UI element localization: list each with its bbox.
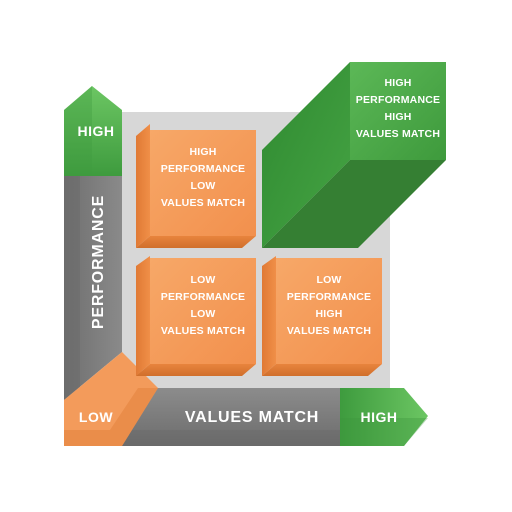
quadrant-bottom-right: LOW PERFORMANCE HIGH VALUES MATCH: [262, 256, 382, 376]
y-axis-high-label: HIGH: [78, 123, 115, 139]
y-axis-arrowhead: [64, 86, 122, 176]
box-text-line: PERFORMANCE: [161, 163, 245, 175]
box-text-line: HIGH: [189, 146, 216, 158]
quadrant-top-left: HIGH PERFORMANCE LOW VALUES MATCH: [136, 124, 256, 248]
origin-low-label: LOW: [79, 409, 113, 425]
x-axis-high-label: HIGH: [361, 409, 398, 425]
box-text-line: PERFORMANCE: [287, 291, 371, 303]
x-axis-arrowhead: [340, 388, 428, 446]
box-text-line: PERFORMANCE: [356, 94, 440, 106]
origin-band: LOW: [64, 352, 158, 446]
x-axis-title: VALUES MATCH: [185, 409, 319, 426]
y-axis: HIGH PERFORMANCE: [64, 86, 122, 400]
box-text-line: VALUES MATCH: [161, 197, 245, 209]
box-text-line: VALUES MATCH: [356, 128, 440, 140]
box-text-line: HIGH: [315, 308, 342, 320]
x-axis: VALUES MATCH HIGH: [92, 388, 428, 446]
quadrant-bottom-left: LOW PERFORMANCE LOW VALUES MATCH: [136, 256, 256, 376]
x-axis-shaft: [92, 388, 340, 446]
box-text-line: LOW: [190, 274, 215, 286]
box-text-line: VALUES MATCH: [161, 325, 245, 337]
box-text-line: VALUES MATCH: [287, 325, 371, 337]
box-text-line: PERFORMANCE: [161, 291, 245, 303]
box-text-line: LOW: [190, 308, 215, 320]
quadrant-top-right: HIGH PERFORMANCE HIGH VALUES MATCH: [262, 62, 446, 248]
y-axis-title: PERFORMANCE: [90, 195, 107, 329]
box-text-line: HIGH: [384, 77, 411, 89]
box-text-line: LOW: [190, 180, 215, 192]
box-text-line: LOW: [316, 274, 341, 286]
box-text-line: HIGH: [384, 111, 411, 123]
